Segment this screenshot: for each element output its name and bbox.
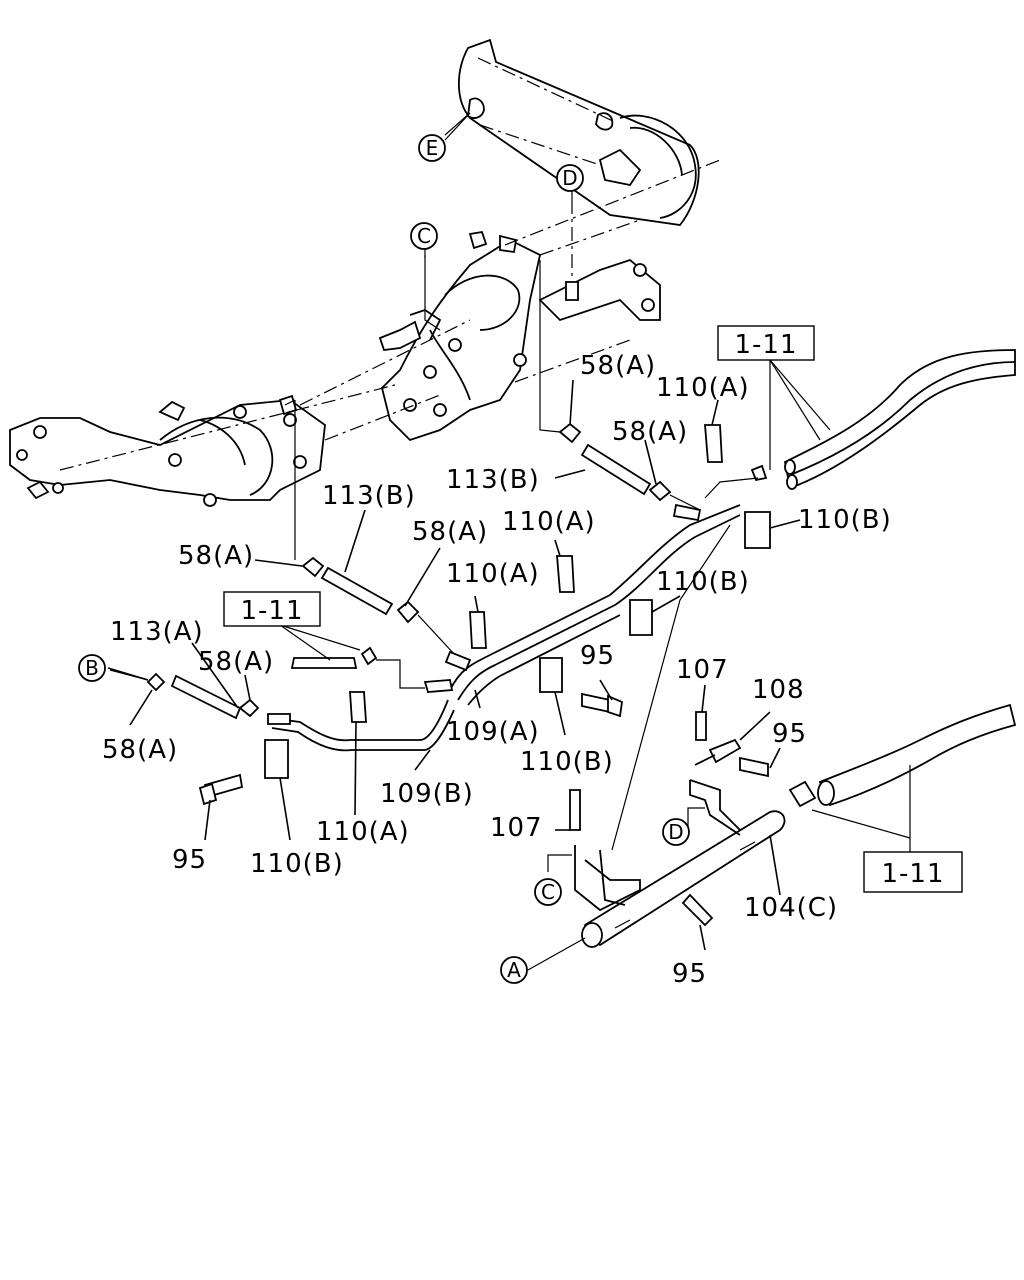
callout-d-bot: D	[662, 818, 690, 846]
callout-letter: E	[426, 136, 439, 160]
callout-e: E	[418, 134, 446, 162]
part-label: 107	[676, 655, 729, 685]
part-label: 110(A)	[502, 507, 596, 537]
reference-box-3[interactable]: 1-11	[863, 851, 963, 893]
part-label: 58(A)	[580, 351, 656, 381]
part-label: 58(A)	[198, 647, 274, 677]
manifold-leader-lines	[284, 112, 573, 560]
callout-letter: A	[507, 958, 521, 982]
part-label: 110(B)	[656, 567, 750, 597]
part-label: 58(A)	[102, 735, 178, 765]
reference-box-1[interactable]: 1-11	[717, 325, 815, 361]
part-label: 95	[580, 641, 615, 671]
part-label: 58(A)	[612, 417, 688, 447]
part-label: 95	[672, 959, 707, 989]
part-label: 110(A)	[316, 817, 410, 847]
reference-label: 1-11	[240, 596, 303, 626]
part-label: 113(A)	[110, 617, 204, 647]
part-label: 110(A)	[446, 559, 540, 589]
part-label: 110(A)	[656, 373, 750, 403]
callout-letter: D	[668, 820, 683, 844]
reference-box-2[interactable]: 1-11	[223, 591, 321, 627]
callout-letter: D	[562, 166, 577, 190]
part-label: 110(B)	[250, 849, 344, 879]
part-label: 58(A)	[178, 541, 254, 571]
part-label: 113(B)	[322, 481, 416, 511]
part-label: 109(A)	[446, 717, 540, 747]
part-label: 108	[752, 675, 805, 705]
part-label: 109(B)	[380, 779, 474, 809]
part-label: 110(B)	[520, 747, 614, 777]
label-leader-lines	[107, 112, 911, 971]
reference-label: 1-11	[734, 330, 797, 360]
part-label: 110(B)	[798, 505, 892, 535]
part-label: 95	[172, 845, 207, 875]
callout-letter: B	[85, 656, 99, 680]
callout-letter: C	[541, 880, 555, 904]
part-labels: 58(A) 110(A) 58(A) 113(B) 110(B) 113(B) …	[102, 351, 892, 989]
part-label: 113(B)	[446, 465, 540, 495]
callout-a: A	[500, 956, 528, 984]
callout-d-top: D	[556, 164, 584, 192]
callout-c-bot: C	[534, 878, 562, 906]
callout-c-top: C	[410, 222, 438, 250]
exhaust-manifold-drawing	[9, 38, 721, 507]
coolant-pipes-drawing	[146, 349, 1017, 948]
part-label: 58(A)	[412, 517, 488, 547]
part-label: 104(C)	[744, 893, 838, 923]
callout-b: B	[78, 654, 106, 682]
reference-label: 1-11	[881, 859, 944, 889]
part-label: 107	[490, 813, 543, 843]
part-label: 95	[772, 719, 807, 749]
callout-letter: C	[417, 224, 431, 248]
